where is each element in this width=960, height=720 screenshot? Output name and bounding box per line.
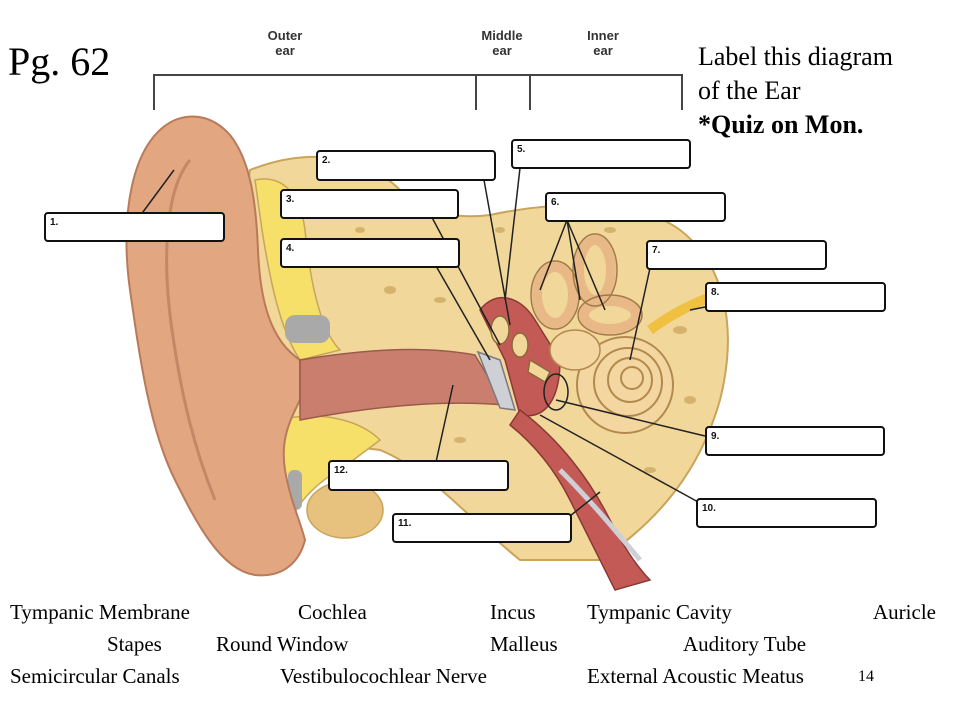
region-middle-line2: ear (492, 43, 512, 58)
region-bracket (153, 74, 683, 110)
label-box-2[interactable]: 2. (316, 150, 496, 181)
word-external-acoustic-meatus: External Acoustic Meatus (587, 664, 804, 688)
round-window-circle (543, 373, 569, 411)
label-box-4[interactable]: 4. (280, 238, 460, 268)
word-cochlea: Cochlea (298, 600, 367, 624)
label-box-10[interactable]: 10. (696, 498, 877, 528)
label-box-8[interactable]: 8. (705, 282, 886, 312)
word-incus: Incus (490, 600, 536, 624)
quiz-note: *Quiz on Mon. (698, 110, 864, 139)
instructions: Label this diagram of the Ear *Quiz on M… (698, 40, 893, 142)
label-box-7[interactable]: 7. (646, 240, 827, 270)
instruction-line-1: Label this diagram (698, 42, 893, 71)
word-tympanic-cavity: Tympanic Cavity (587, 600, 732, 624)
region-outer-line2: ear (275, 43, 295, 58)
label-box-11[interactable]: 11. (392, 513, 572, 543)
auditory-tube (508, 408, 652, 591)
word-bank: Tympanic Membrane Cochlea Incus Tympanic… (0, 600, 960, 700)
page-number: 14 (858, 668, 874, 685)
word-semicircular-canals: Semicircular Canals (10, 664, 180, 688)
vestibule (549, 329, 601, 371)
word-auditory-tube: Auditory Tube (683, 632, 807, 656)
auricle-fold (165, 159, 217, 501)
ear-anatomy-diagram (125, 74, 729, 591)
semicircular-canals (532, 235, 641, 334)
label-box-12[interactable]: 12. (328, 460, 509, 491)
word-vestibulocochlear-nerve: Vestibulocochlear Nerve (280, 664, 487, 688)
label-box-1[interactable]: 1. (44, 212, 225, 242)
label-box-5[interactable]: 5. (511, 139, 691, 169)
region-middle-line1: Middle (481, 28, 523, 43)
region-middle-ear: Middle ear (467, 28, 537, 58)
region-inner-line1: Inner (587, 28, 619, 43)
cochlea (576, 336, 674, 434)
word-stapes: Stapes (107, 632, 162, 656)
grey-tissue (285, 315, 330, 343)
word-round-window: Round Window (216, 632, 349, 656)
word-malleus: Malleus (490, 632, 558, 656)
word-tympanic-membrane: Tympanic Membrane (10, 600, 190, 624)
label-box-6[interactable]: 6. (545, 192, 726, 222)
region-inner-line2: ear (593, 43, 613, 58)
auditory-tube-wall (558, 468, 642, 562)
region-outer-line1: Outer (267, 28, 303, 43)
region-inner-ear: Inner ear (568, 28, 638, 58)
slide-title: Pg. 62 (8, 39, 111, 84)
label-box-3[interactable]: 3. (280, 189, 459, 219)
word-auricle: Auricle (873, 600, 936, 624)
label-pointers (139, 167, 711, 517)
instruction-line-2: of the Ear (698, 76, 801, 105)
tympanic-membrane (476, 350, 517, 411)
label-box-9[interactable]: 9. (705, 426, 885, 456)
region-outer-ear: Outer ear (250, 28, 320, 58)
